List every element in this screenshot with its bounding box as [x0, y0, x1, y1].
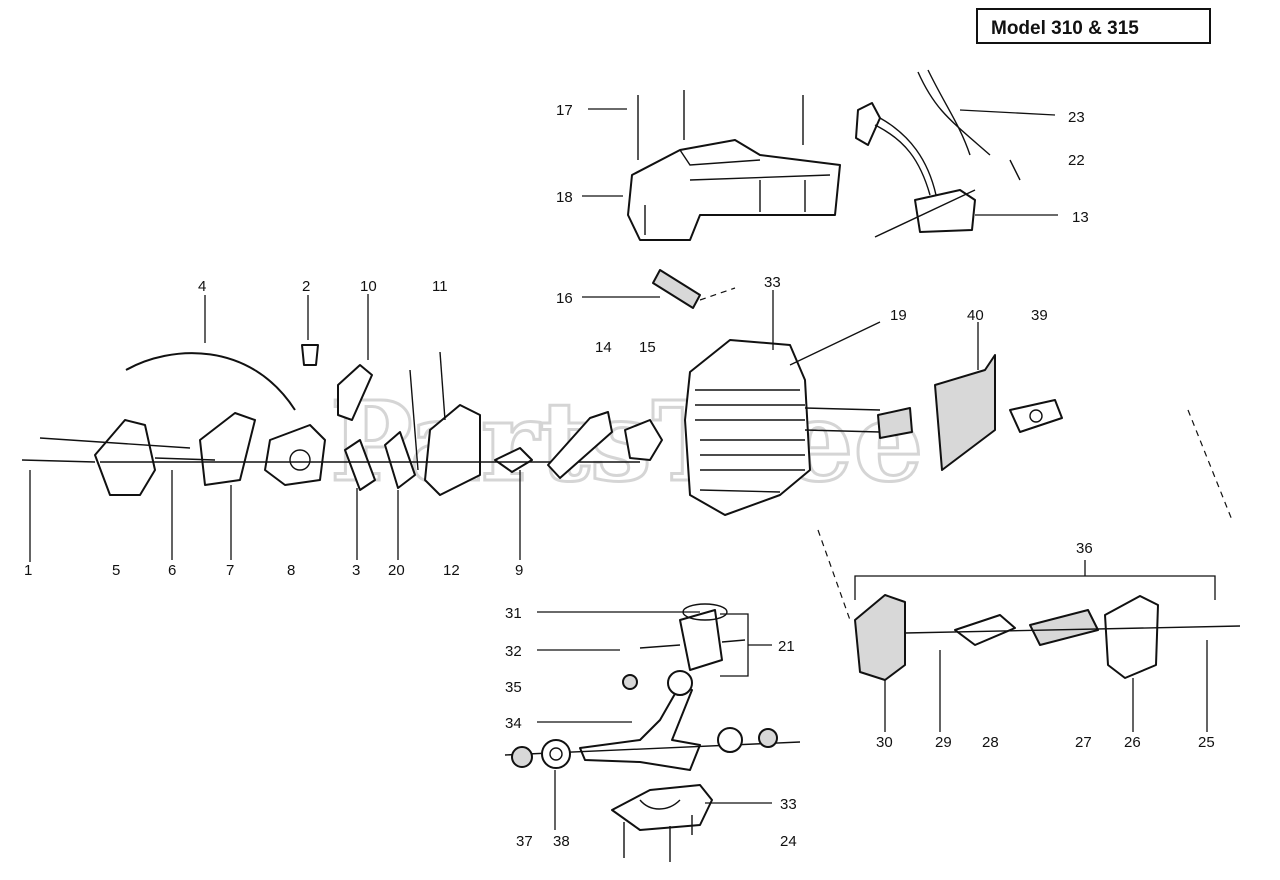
- muffler-gasket-39-part: [1009, 399, 1063, 433]
- label-31: 31: [505, 605, 522, 622]
- label-29: 29: [935, 734, 952, 751]
- label-34: 34: [505, 715, 522, 732]
- air-box-part: [409, 351, 481, 496]
- label-30: 30: [876, 734, 893, 751]
- label-15: 15: [639, 339, 656, 356]
- spacer-part: [337, 364, 373, 421]
- ignition-wires: [917, 69, 1021, 181]
- label-10: 10: [360, 278, 377, 295]
- filter-guide: [817, 529, 851, 621]
- top-cover-part: [627, 139, 841, 241]
- label-35: 35: [505, 679, 522, 696]
- label-32: 32: [505, 643, 522, 660]
- exhaust-gasket-part: [804, 407, 913, 439]
- label-23: 23: [1068, 109, 1085, 126]
- filter-cover-26-part: [1104, 595, 1159, 679]
- label-36: 36: [1076, 540, 1093, 557]
- bracket-14-part: [547, 411, 613, 479]
- label-27: 27: [1075, 734, 1092, 751]
- label-38: 38: [553, 833, 570, 850]
- air-filter-cover-30-part: [854, 594, 906, 681]
- label-33-top: 33: [764, 274, 781, 291]
- piston-part: [639, 603, 746, 671]
- label-16: 16: [556, 290, 573, 307]
- label-4: 4: [198, 278, 206, 295]
- label-11: 11: [432, 278, 448, 295]
- crankcase-part: [611, 784, 713, 862]
- model-title: Model 310 & 315: [991, 18, 1139, 39]
- label-14: 14: [595, 339, 612, 356]
- label-20: 20: [388, 562, 405, 579]
- label-37: 37: [516, 833, 533, 850]
- carburetor-part: [264, 424, 326, 486]
- filter-frame-28-part: [954, 614, 1016, 646]
- label-2: 2: [302, 278, 310, 295]
- muffler-guide: [1187, 409, 1233, 521]
- bearing-35-part: [622, 674, 638, 690]
- label-21: 21: [778, 638, 795, 655]
- leader-lines: [29, 108, 1216, 830]
- label-26: 26: [1124, 734, 1141, 751]
- label-12: 12: [443, 562, 460, 579]
- label-3: 3: [352, 562, 360, 579]
- label-6: 6: [168, 562, 176, 579]
- bracket-15-part: [624, 419, 663, 461]
- label-8: 8: [287, 562, 295, 579]
- cover-screws: [637, 90, 804, 160]
- label-17: 17: [556, 102, 573, 119]
- label-24: 24: [780, 833, 797, 850]
- primer-bulb-part: [301, 344, 319, 366]
- spark-plug-part: [652, 269, 736, 309]
- gasket-plate-part: [154, 412, 256, 486]
- label-19: 19: [890, 307, 907, 324]
- filter-axis: [904, 625, 1241, 634]
- label-5: 5: [112, 562, 120, 579]
- insulator-20-part: [384, 431, 416, 489]
- bearing-38-part: [541, 739, 571, 769]
- cylinder-part: [684, 339, 811, 516]
- label-40: 40: [967, 307, 984, 324]
- fuel-line-part: [125, 352, 296, 411]
- label-28: 28: [982, 734, 999, 751]
- model-title-box: Model 310 & 315: [976, 8, 1211, 44]
- seal-right-part: [717, 727, 778, 753]
- air-filter-base-part: [21, 419, 191, 496]
- insulator-3-part: [344, 439, 376, 491]
- label-1: 1: [24, 562, 32, 579]
- label-9: 9: [515, 562, 523, 579]
- boot-9-part: [494, 447, 533, 473]
- part-labels: 17 18 16 23 22 13 4 2 10 11 33 19 40 39 …: [24, 102, 1215, 850]
- label-39: 39: [1031, 307, 1048, 324]
- label-33-bottom: 33: [780, 796, 797, 813]
- label-22: 22: [1068, 152, 1085, 169]
- bearing-37-part: [511, 746, 533, 768]
- filter-element-27-part: [1029, 609, 1099, 646]
- ignition-coil-part: [855, 102, 976, 238]
- label-25: 25: [1198, 734, 1215, 751]
- muffler-40-part: [934, 354, 996, 471]
- label-7: 7: [226, 562, 234, 579]
- label-13: 13: [1072, 209, 1089, 226]
- label-18: 18: [556, 189, 573, 206]
